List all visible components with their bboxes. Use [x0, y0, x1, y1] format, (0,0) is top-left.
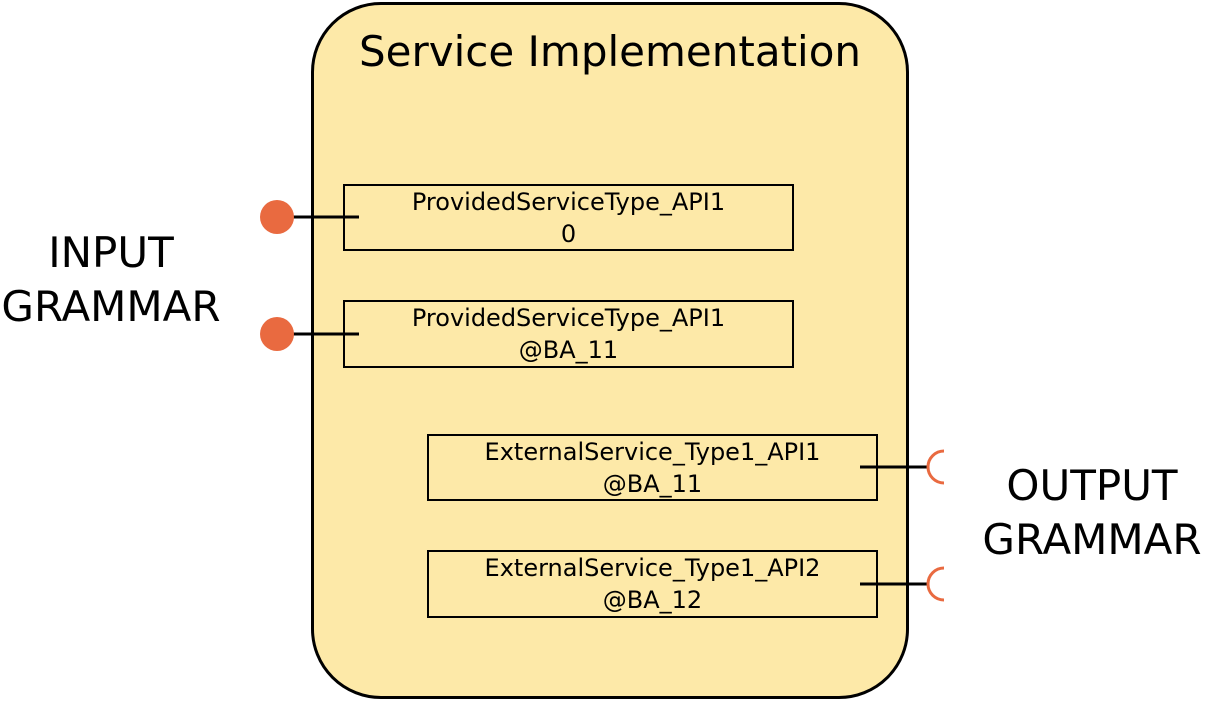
input-port-icon-2 [260, 317, 294, 351]
external-api-2-suffix: @BA_12 [602, 586, 703, 614]
container-title: Service Implementation [358, 27, 862, 76]
external-api-1-name: ExternalService_Type1_API1 [484, 437, 821, 466]
external-api-box-1: ExternalService_Type1_API1 @BA_11 [427, 434, 878, 501]
provided-api-2-name: ProvidedServiceType_API1 [411, 304, 726, 332]
input-port-icon-1 [260, 200, 294, 234]
provided-api-box-2: ProvidedServiceType_API1 @BA_11 [343, 300, 794, 368]
provided-api-1-name: ProvidedServiceType_API1 [411, 187, 726, 216]
provided-api-2-suffix: @BA_11 [518, 336, 619, 364]
external-api-box-2: ExternalService_Type1_API2 @BA_12 [427, 550, 878, 618]
output-grammar-line-1: OUTPUT [1006, 461, 1178, 510]
external-api-2-name: ExternalService_Type1_API2 [484, 554, 821, 582]
output-grammar-label: OUTPUT GRAMMAR [978, 459, 1206, 567]
provided-api-1-suffix: 0 [560, 219, 577, 248]
external-api-1-suffix: @BA_11 [602, 469, 703, 498]
output-grammar-line-2: GRAMMAR [982, 515, 1202, 564]
provided-api-box-1: ProvidedServiceType_API1 0 [343, 184, 794, 251]
service-implementation-container [311, 2, 909, 699]
input-grammar-label: INPUT GRAMMAR [0, 226, 222, 334]
input-grammar-line-1: INPUT [48, 228, 174, 277]
input-grammar-line-2: GRAMMAR [1, 282, 221, 331]
output-port-icon-1 [926, 449, 945, 485]
output-port-icon-2 [926, 566, 945, 602]
